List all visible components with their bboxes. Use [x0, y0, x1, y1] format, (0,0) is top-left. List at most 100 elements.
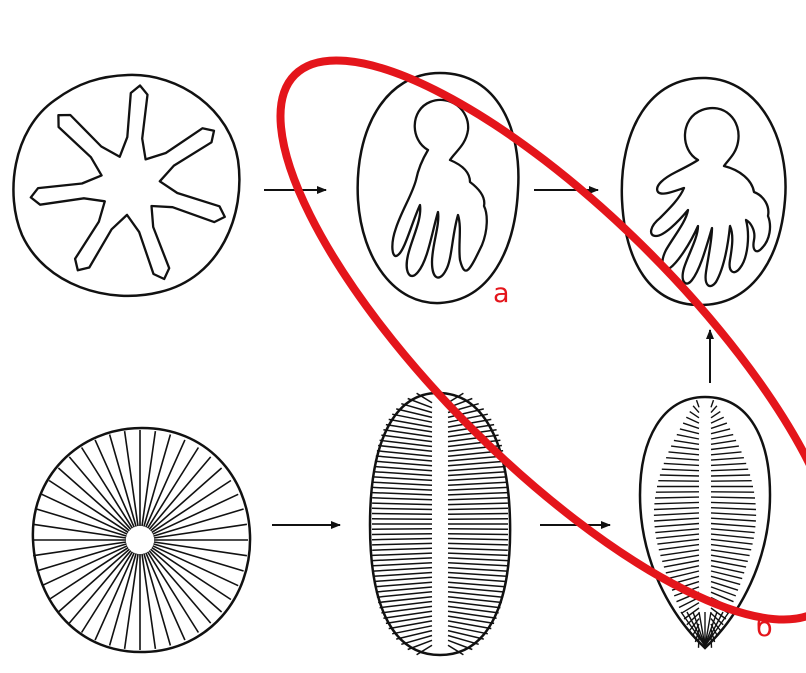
middle-bottom-shape — [370, 393, 510, 655]
middle-top-cavity — [392, 100, 486, 278]
right-bottom-stria — [655, 524, 699, 527]
right-top-outline — [622, 78, 786, 305]
label-b: б — [756, 614, 773, 641]
middle-bottom-stria — [372, 508, 432, 509]
disc-stria — [58, 549, 129, 612]
middle-bottom-stria — [448, 539, 508, 540]
disc-central-area — [126, 526, 154, 554]
middle-bottom-stria — [372, 498, 432, 500]
middle-bottom-stria — [448, 582, 505, 587]
middle-bottom-stria — [448, 563, 507, 566]
disc-stria — [69, 551, 131, 624]
right-top-shape — [622, 78, 786, 305]
right-bottom-stria — [711, 545, 751, 550]
right-bottom-stria — [690, 412, 699, 418]
middle-bottom-stria — [448, 467, 506, 471]
right-bottom-stria — [711, 458, 744, 460]
middle-bottom-stria — [448, 534, 508, 535]
middle-bottom-stria — [448, 503, 508, 505]
right-bottom-stria — [711, 452, 742, 455]
right-bottom-stria — [711, 469, 748, 471]
middle-bottom-stria — [375, 582, 432, 587]
radial-lobed-disc — [13, 75, 239, 296]
right-bottom-stria — [711, 502, 756, 503]
right-bottom-stria — [660, 550, 699, 556]
right-bottom-stria — [711, 423, 727, 428]
middle-bottom-stria — [448, 597, 502, 603]
middle-top-outline — [358, 73, 519, 303]
middle-bottom-stria — [372, 534, 432, 535]
disc-stria — [149, 457, 211, 530]
middle-top-shape — [358, 73, 519, 303]
right-bottom-stria — [711, 446, 739, 449]
middle-bottom-stria — [448, 573, 506, 577]
right-bottom-stria — [654, 518, 699, 521]
middle-bottom-stria — [378, 446, 432, 452]
middle-bottom-stria — [373, 482, 432, 485]
right-bottom-shape — [640, 397, 770, 648]
right-bottom-stria — [662, 469, 699, 471]
right-bottom-stria — [711, 400, 714, 407]
right-bottom-stria — [711, 463, 746, 465]
right-bottom-stria — [711, 513, 756, 515]
right-bottom-stria — [659, 545, 699, 550]
middle-bottom-stria — [448, 508, 508, 509]
middle-bottom-stria — [448, 487, 508, 490]
middle-bottom-stria — [375, 461, 432, 466]
right-bottom-stria — [711, 518, 756, 521]
right-bottom-stria — [711, 524, 755, 527]
right-top-cavity — [651, 108, 770, 286]
right-bottom-stria — [654, 502, 699, 503]
lobed-star — [31, 86, 225, 280]
middle-bottom-stria — [374, 467, 432, 471]
middle-bottom-stria — [448, 577, 506, 581]
disc-stria — [149, 551, 211, 624]
right-bottom-stria — [660, 475, 699, 476]
right-bottom-stria — [711, 481, 752, 482]
middle-bottom-stria — [376, 456, 432, 461]
middle-bottom-stria — [373, 487, 433, 490]
right-bottom-stria — [711, 561, 746, 568]
right-bottom-stria — [664, 463, 699, 465]
middle-bottom-stria — [376, 587, 432, 592]
label-a: а — [493, 280, 510, 307]
middle-bottom-stria — [448, 548, 508, 550]
right-bottom-stria — [683, 423, 699, 428]
middle-bottom-stria — [448, 498, 508, 500]
middle-bottom-stria — [372, 553, 432, 555]
middle-bottom-stria — [448, 482, 507, 485]
middle-bottom-striae — [372, 393, 508, 655]
middle-bottom-stria — [372, 543, 432, 545]
middle-bottom-stria — [372, 548, 432, 550]
right-bottom-stria — [711, 497, 755, 498]
middle-bottom-stria — [374, 573, 432, 577]
middle-bottom-stria — [448, 553, 508, 555]
right-bottom-stria — [654, 508, 699, 510]
radial-striated-disc — [32, 428, 250, 652]
right-bottom-stria — [711, 539, 753, 544]
right-bottom-stria — [711, 550, 750, 556]
right-bottom-stria — [669, 452, 700, 455]
middle-bottom-stria — [377, 592, 432, 597]
middle-bottom-stria — [373, 568, 432, 572]
middle-bottom-stria — [448, 493, 508, 495]
disc-stria — [151, 468, 222, 531]
middle-bottom-stria — [373, 558, 433, 561]
middle-bottom-stria — [377, 451, 432, 456]
right-bottom-stria — [671, 446, 699, 449]
right-bottom-stria — [664, 561, 699, 568]
right-bottom-stria — [711, 508, 756, 510]
right-bottom-stria — [711, 529, 755, 533]
right-bottom-stria — [697, 400, 700, 407]
right-bottom-stria — [658, 481, 699, 482]
middle-bottom-stria — [373, 477, 432, 481]
middle-bottom-stria — [372, 514, 432, 515]
middle-bottom-stria — [372, 503, 432, 505]
right-bottom-stria — [677, 435, 699, 439]
middle-bottom-stria — [374, 472, 432, 476]
right-bottom-stria — [711, 440, 736, 444]
right-bottom-stria — [711, 555, 748, 561]
right-bottom-stria — [711, 534, 754, 538]
middle-bottom-stria — [374, 577, 432, 581]
